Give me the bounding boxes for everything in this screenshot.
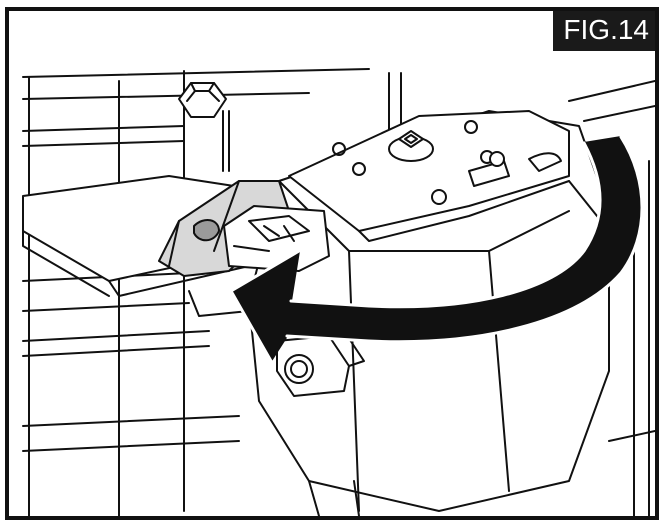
hex-nut-icon <box>178 82 227 118</box>
release-mechanism <box>223 205 330 272</box>
top-cover <box>288 110 570 242</box>
technical-illustration <box>22 68 655 516</box>
latch <box>468 151 562 187</box>
figure-frame: FIG.14 <box>5 7 659 520</box>
figure-label: FIG.14 <box>553 11 655 51</box>
square-head-screw-icon <box>388 130 434 162</box>
fence-structure <box>22 68 655 516</box>
curved-arrow-counterclockwise-icon <box>229 135 644 363</box>
